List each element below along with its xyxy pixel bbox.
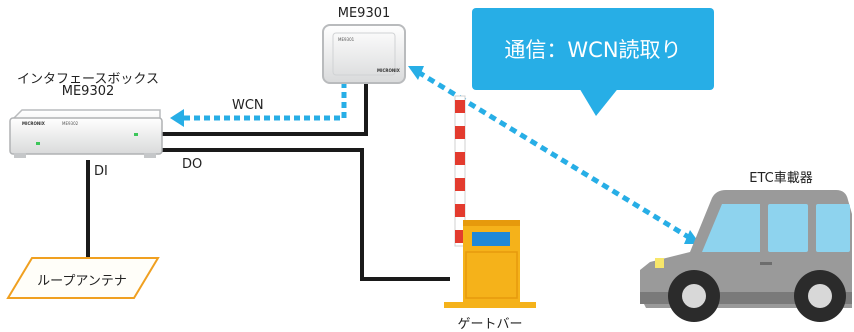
status-led-2 — [134, 133, 138, 136]
loop-antenna-label: ループアンテナ — [37, 274, 127, 289]
etc-unit-label: ETC車載器 — [749, 171, 813, 186]
callout-box: 通信：WCN読取り — [472, 8, 714, 90]
me9302-logo: MICRONIX — [22, 121, 45, 126]
gate-bar-label: ゲートバー — [457, 317, 523, 332]
wcn-label: WCN — [232, 98, 264, 113]
me9302-plate: ME9302 — [62, 121, 79, 126]
wcn-arrowhead — [170, 109, 184, 127]
wires — [86, 82, 450, 281]
car-headlight — [655, 258, 664, 268]
car-wheel-rear — [794, 270, 846, 322]
me9302-label: ME9302 — [61, 84, 115, 99]
gate-bar — [444, 95, 536, 308]
car-windshield — [702, 204, 760, 252]
me9301-plate: ME9301 — [338, 37, 355, 42]
wire-do-to-gate — [160, 148, 450, 281]
di-label: DI — [94, 164, 108, 179]
interface-box-title: インタフェースボックス — [17, 72, 159, 87]
me9301-logo: MICRONIX — [377, 68, 400, 73]
barrier-arm — [454, 95, 466, 247]
me9301-label: ME9301 — [337, 6, 391, 21]
status-led — [36, 142, 40, 145]
car-wheel-front — [668, 270, 720, 322]
car-side-window — [768, 204, 808, 252]
callout-text: 通信：WCN読取り — [504, 38, 682, 62]
wire-me9301-to-box — [160, 82, 368, 136]
loop-antenna — [6, 257, 160, 299]
me9301-device: ME9301 MICRONIX — [322, 24, 406, 84]
car-rear-window — [816, 204, 850, 252]
wireless-arrowhead-top — [408, 66, 424, 80]
etc-car — [640, 190, 852, 322]
interface-box-device: MICRONIX ME9302 — [9, 109, 163, 158]
gate-panel — [472, 232, 510, 246]
wcn-link — [170, 82, 347, 127]
gate-base — [444, 302, 536, 308]
callout-tail — [578, 86, 620, 116]
do-label: DO — [182, 157, 203, 172]
wireless-link — [408, 66, 700, 244]
